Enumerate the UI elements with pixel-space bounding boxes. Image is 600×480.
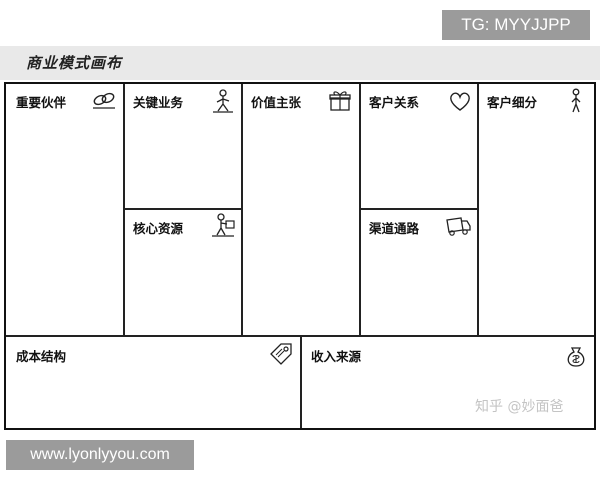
person-icon — [562, 88, 590, 114]
money-bag-icon — [562, 342, 590, 368]
revenue-streams-label: 收入来源 — [311, 349, 362, 364]
customer-relationships-label: 客户关系 — [369, 95, 420, 110]
key-activities-label: 关键业务 — [133, 95, 184, 110]
business-model-canvas: 重要伙伴 关键业务 核心资源 价值主张 客 — [4, 82, 596, 430]
divider-v1 — [123, 84, 125, 336]
key-resources-label: 核心资源 — [133, 221, 184, 236]
title-band — [0, 46, 600, 80]
divider-v-bottom — [300, 335, 302, 428]
divider-h-activities — [123, 208, 242, 210]
divider-v4 — [477, 84, 479, 336]
worker-carrying-icon — [209, 212, 237, 238]
watermark-bottom-left: www.lyonlyyou.com — [6, 440, 194, 470]
key-partners-label: 重要伙伴 — [16, 95, 67, 110]
canvas-title: 商业模式画布 — [26, 54, 123, 72]
worker-icon — [209, 88, 237, 114]
customer-segments-label: 客户细分 — [487, 95, 538, 110]
cost-structure-label: 成本结构 — [16, 349, 67, 364]
watermark-top-right: TG: MYYJJPP — [442, 10, 590, 40]
channels-label: 渠道通路 — [369, 221, 420, 236]
chain-link-icon — [90, 88, 118, 114]
gift-box-icon — [326, 88, 354, 114]
heart-icon — [446, 88, 474, 114]
zhihu-watermark: 知乎 @妙面爸 — [475, 399, 564, 415]
divider-h-relationships — [359, 208, 478, 210]
value-propositions-label: 价值主张 — [251, 95, 302, 110]
divider-v2 — [241, 84, 243, 336]
delivery-truck-icon — [444, 212, 472, 238]
divider-v3 — [359, 84, 361, 336]
price-tag-icon — [267, 340, 295, 366]
